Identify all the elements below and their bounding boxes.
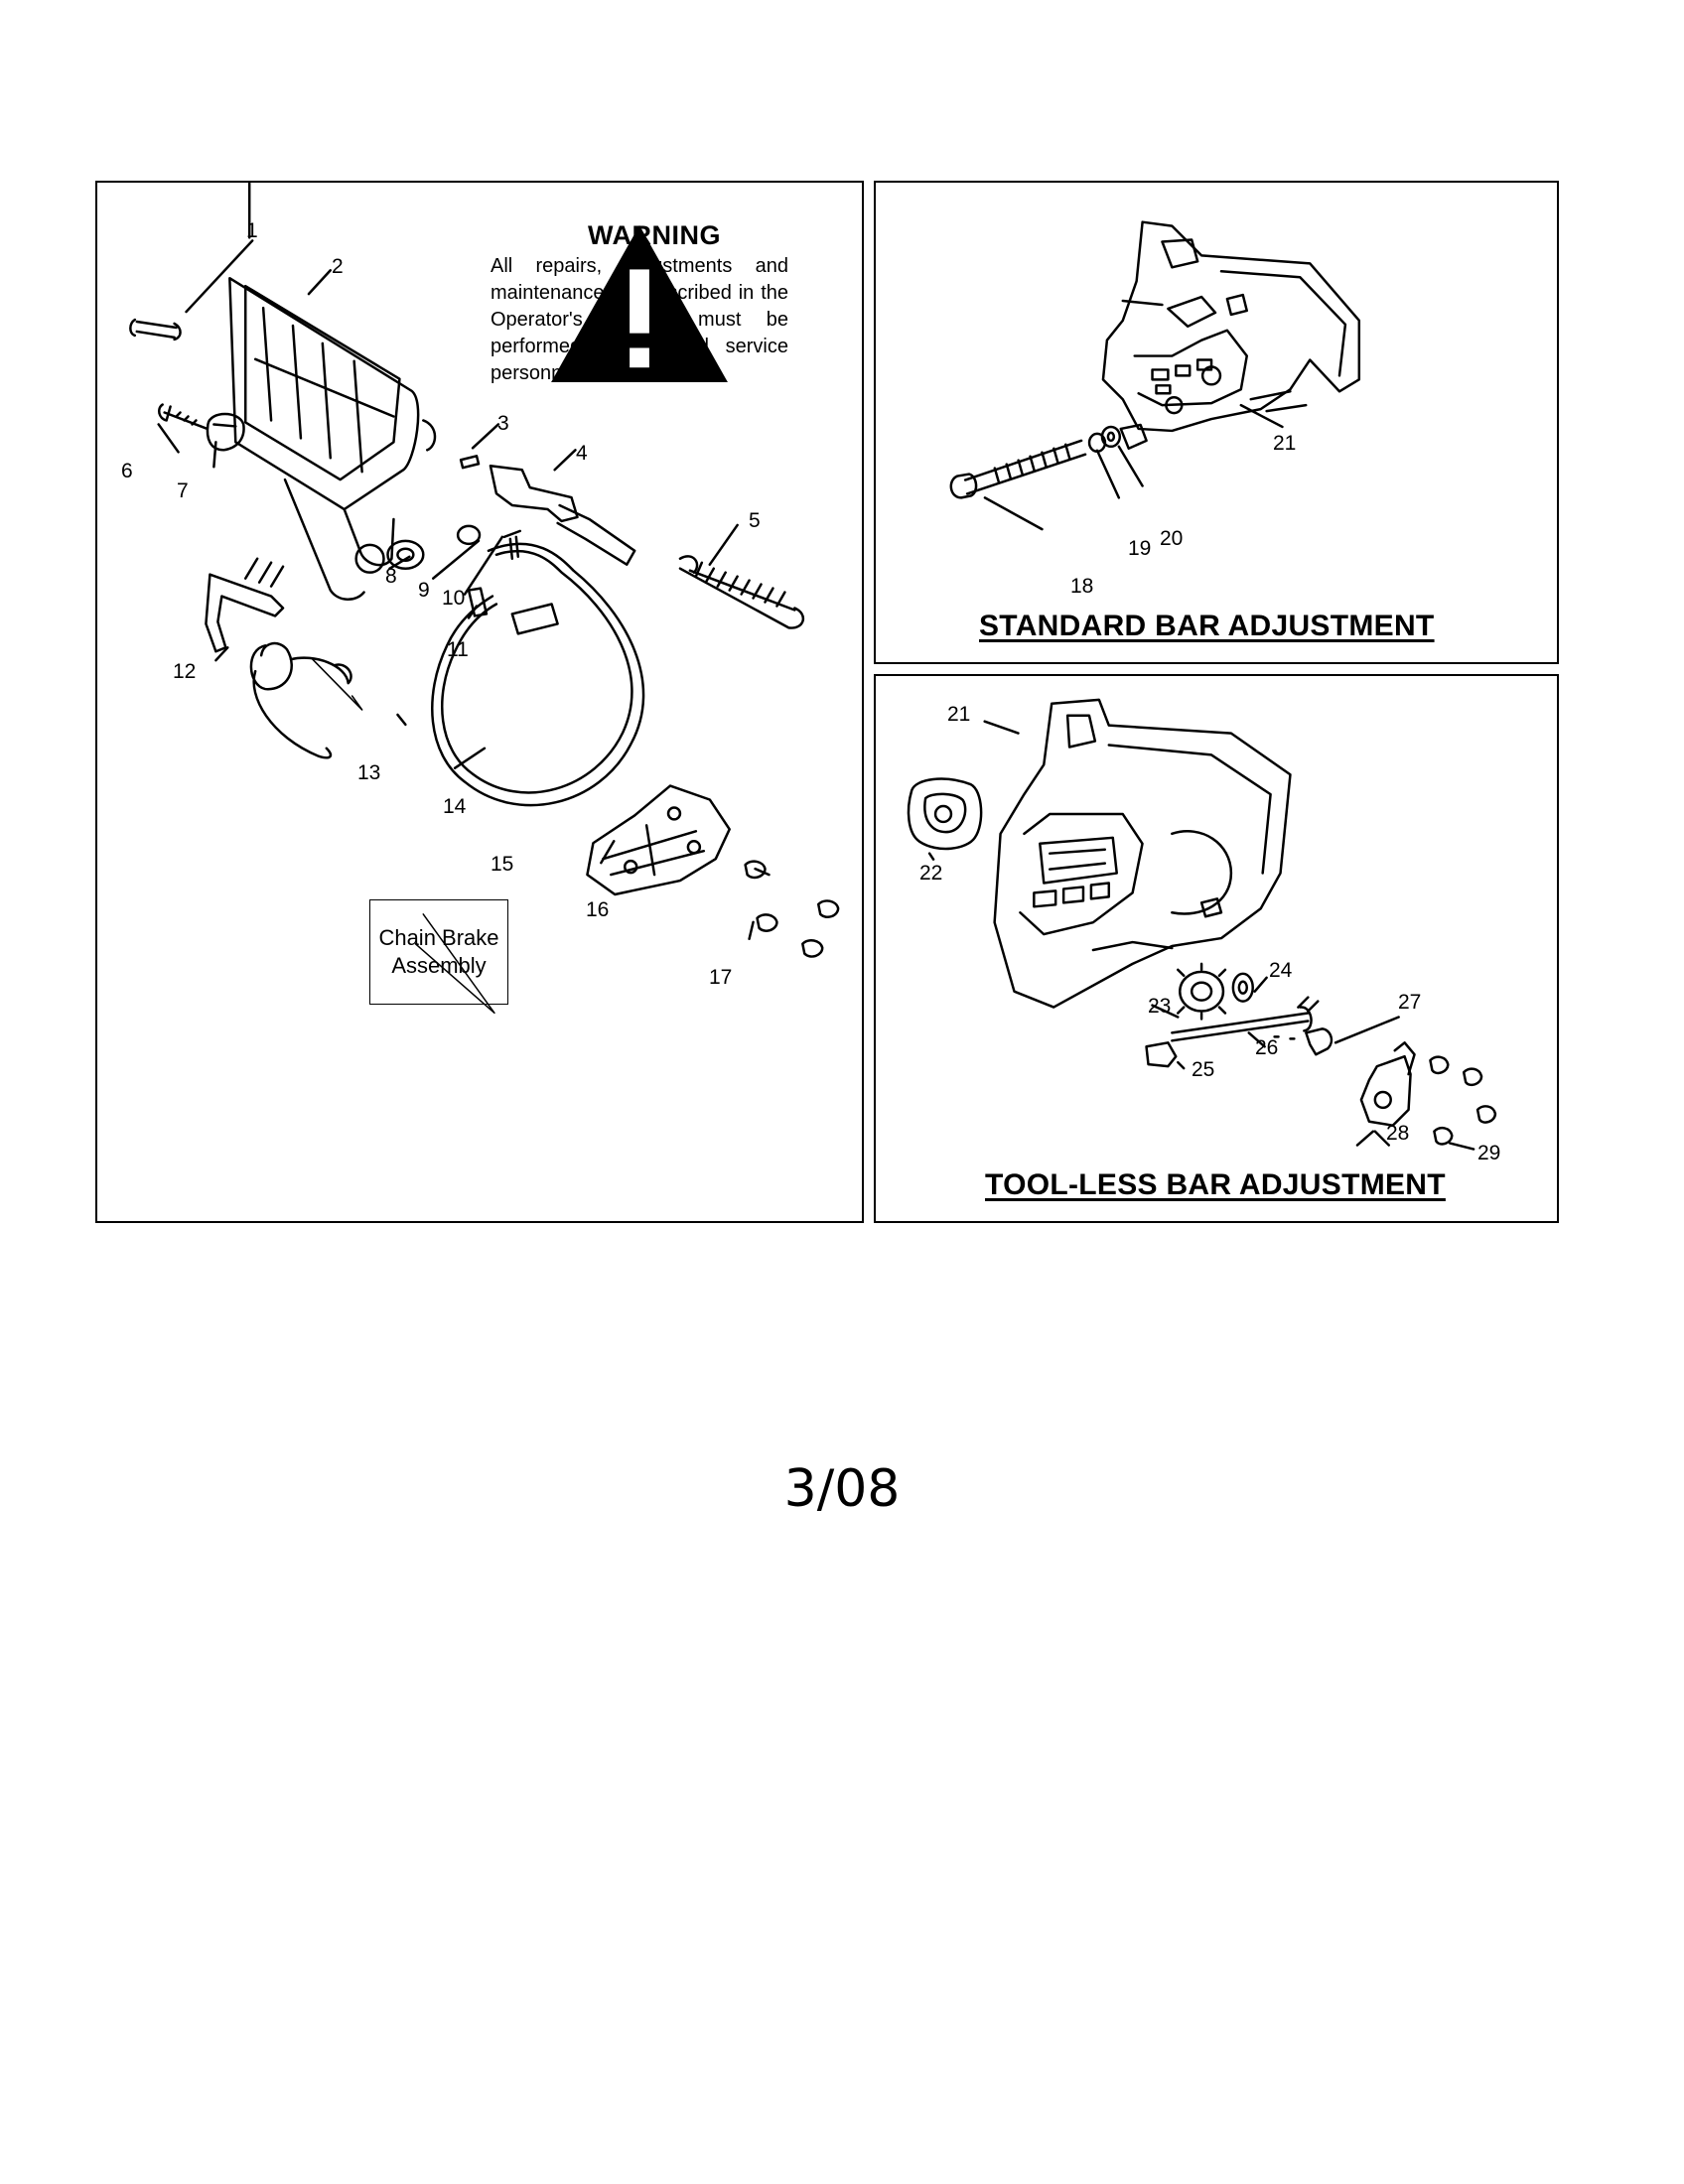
callout-14: 14 <box>443 795 467 818</box>
tool-callout-27: 27 <box>1398 991 1422 1014</box>
tool-callout-28: 28 <box>1386 1122 1410 1145</box>
std-callout-18: 18 <box>1070 575 1094 598</box>
toolless-bar-adjustment-panel: 21 22 23 24 25 26 27 28 29 TOOL-LESS BAR… <box>874 674 1559 1223</box>
callout-17: 17 <box>709 966 733 989</box>
callout-9: 9 <box>418 579 430 602</box>
toolless-bar-adjustment-title: TOOL-LESS BAR ADJUSTMENT <box>985 1168 1446 1201</box>
tool-callout-29: 29 <box>1477 1142 1501 1164</box>
std-callout-19: 19 <box>1128 537 1152 560</box>
warning-title: WARNING <box>588 220 721 250</box>
callout-15: 15 <box>491 853 514 876</box>
callout-12: 12 <box>173 660 197 683</box>
callout-11: 11 <box>447 638 469 661</box>
chain-brake-assembly-caption: Chain Brake Assembly <box>369 899 508 1005</box>
tool-callout-25: 25 <box>1192 1058 1215 1081</box>
callout-2: 2 <box>332 255 344 278</box>
standard-bar-adjustment-drawing <box>949 220 1361 531</box>
callout-5: 5 <box>749 509 761 532</box>
toolless-bar-adjustment-drawing <box>907 698 1497 1151</box>
chain-brake-exploded-drawing <box>129 183 840 1015</box>
tool-callout-22: 22 <box>919 862 943 885</box>
callout-8: 8 <box>385 565 397 588</box>
callout-4: 4 <box>576 442 588 465</box>
callout-6: 6 <box>121 460 133 482</box>
chain-brake-diagram-panel: WARNING All repairs, adjustments and mai… <box>95 181 864 1223</box>
tool-callout-23: 23 <box>1148 995 1172 1018</box>
tool-callout-24: 24 <box>1269 959 1293 982</box>
callout-13: 13 <box>357 761 381 784</box>
page-number: 3/08 <box>783 1459 901 1519</box>
std-callout-21: 21 <box>1273 432 1297 455</box>
tool-callout-26: 26 <box>1255 1036 1279 1059</box>
warning-triangle-icon <box>551 224 728 383</box>
warning-header: WARNING <box>520 220 788 383</box>
callout-1: 1 <box>246 219 258 242</box>
std-callout-20: 20 <box>1160 527 1184 550</box>
callout-3: 3 <box>497 412 509 435</box>
callout-7: 7 <box>177 479 189 502</box>
standard-bar-adjustment-panel: 21 18 19 20 STANDARD BAR ADJUSTMENT <box>874 181 1559 664</box>
warning-block: WARNING All repairs, adjustments and mai… <box>491 220 788 387</box>
callout-10: 10 <box>442 587 466 610</box>
callout-16: 16 <box>586 898 610 921</box>
tool-callout-21: 21 <box>947 703 971 726</box>
standard-bar-adjustment-title: STANDARD BAR ADJUSTMENT <box>979 610 1435 642</box>
